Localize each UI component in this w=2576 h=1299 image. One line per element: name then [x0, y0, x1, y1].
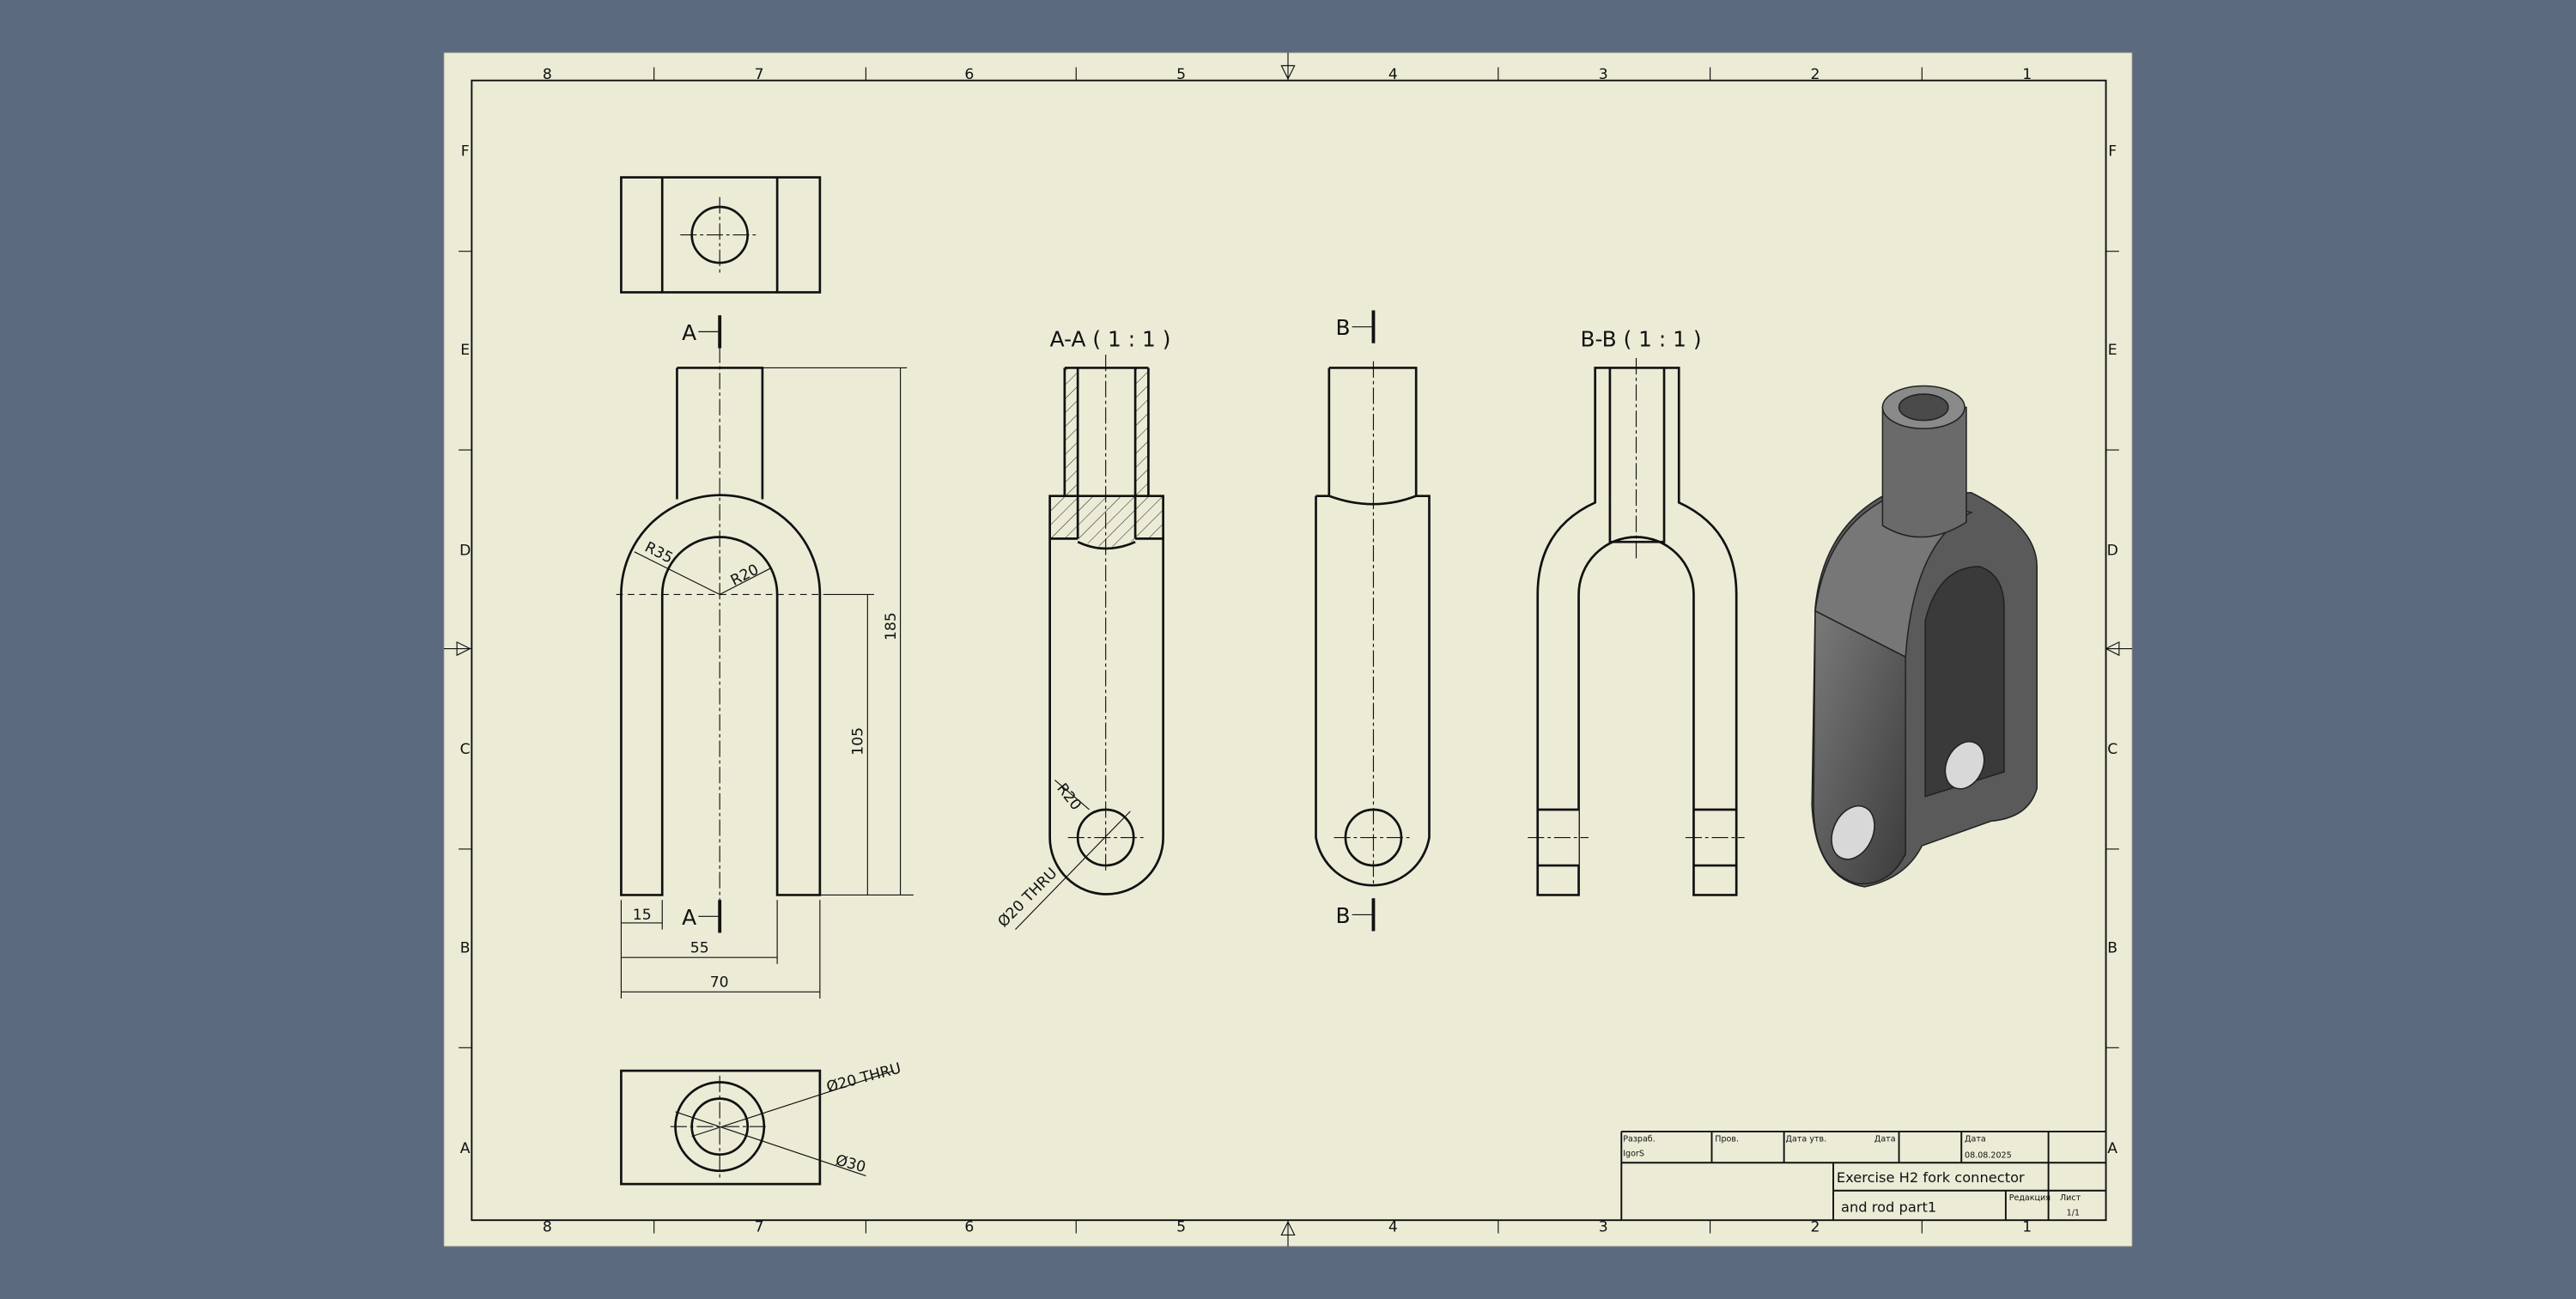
- zone-col-4-bottom: 4: [1388, 1219, 1398, 1236]
- tb-title-line-1: Exercise H2 fork connector: [1837, 1169, 2025, 1186]
- zone-row-f: F: [461, 143, 470, 161]
- zone-row-e: E: [460, 342, 470, 359]
- zone-labels: 8 7 6 5 4 3 2 1 8 7 6 5 4 3 2 1 F E D C …: [459, 66, 2118, 1236]
- zone-row-c: C: [460, 741, 471, 758]
- zone-col-8: 8: [543, 66, 552, 83]
- dim-55: 55: [690, 939, 709, 956]
- section-marker-b-bottom: B: [1335, 903, 1350, 928]
- dim-185: 185: [883, 612, 900, 640]
- centering-mark-right: [2105, 640, 2133, 657]
- centering-mark-bottom: [1280, 1220, 1296, 1247]
- zone-row-b-right: B: [2107, 939, 2117, 956]
- zone-row-d-right: D: [2107, 543, 2118, 560]
- tb-revision-label: Редакция: [2009, 1193, 2050, 1203]
- zone-row-b: B: [460, 939, 471, 956]
- inner-border: [471, 79, 2107, 1222]
- centering-mark-left: [443, 640, 472, 657]
- section-marker-a-bottom: A: [682, 905, 696, 930]
- zone-row-e-right: E: [2108, 342, 2117, 359]
- tb-checked-label: Пров.: [1715, 1134, 1739, 1144]
- tb-developer-label: Разраб.: [1623, 1134, 1656, 1144]
- section-aa-label: A-A ( 1 : 1 ): [1050, 327, 1171, 352]
- tb-approval-date-label: Дата утв.: [1786, 1134, 1827, 1144]
- tb-sheet-label: Лист: [2060, 1193, 2081, 1203]
- dim-15: 15: [633, 907, 652, 924]
- tb-title: Exercise H2 fork connector and rod part1: [1837, 1169, 2025, 1215]
- zone-col-2: 2: [1811, 66, 1820, 83]
- zone-col-4: 4: [1388, 66, 1398, 83]
- zone-col-6-bottom: 6: [964, 1219, 974, 1236]
- zone-row-c-right: C: [2107, 741, 2117, 758]
- zone-row-a: A: [460, 1140, 471, 1157]
- isometric-view: [1811, 385, 2038, 888]
- zone-col-1: 1: [2022, 66, 2032, 83]
- zone-col-3: 3: [1599, 66, 1608, 83]
- zone-row-f-right: F: [2108, 143, 2117, 161]
- tb-sheet: 1/1: [2067, 1208, 2080, 1217]
- section-bb-view: B-B ( 1 : 1 ): [1528, 327, 1745, 896]
- tb-developer: IgorS: [1623, 1150, 1644, 1159]
- centering-mark-top: [1280, 52, 1296, 81]
- section-marker-b-top: B: [1335, 315, 1350, 340]
- zone-col-5: 5: [1176, 66, 1186, 83]
- tb-date-label-1: Дата: [1874, 1134, 1896, 1144]
- zone-col-2-bottom: 2: [1811, 1219, 1820, 1236]
- zone-ticks: [443, 52, 2133, 1247]
- tb-date-label-2: Дата: [1965, 1134, 1986, 1144]
- tb-date: 08.08.2025: [1965, 1151, 2012, 1161]
- zone-col-5-bottom: 5: [1176, 1219, 1186, 1236]
- side-view: B B: [1315, 310, 1431, 932]
- zone-col-1-bottom: 1: [2022, 1219, 2032, 1236]
- section-marker-a-top: A: [682, 320, 696, 345]
- tb-title-line-2: and rod part1: [1837, 1199, 1936, 1216]
- front-view: R35 R20 A A 185 105 15 55 70: [616, 315, 914, 999]
- zone-col-8-bottom: 8: [543, 1219, 552, 1236]
- zone-row-a-right: A: [2107, 1140, 2117, 1157]
- zone-row-d: D: [459, 543, 471, 560]
- zone-col-6: 6: [964, 66, 974, 83]
- dim-105: 105: [850, 727, 867, 756]
- zone-col-7: 7: [755, 66, 764, 83]
- section-bb-label: B-B ( 1 : 1 ): [1580, 327, 1701, 352]
- dim-70: 70: [710, 974, 729, 992]
- title-block: Разраб. IgorS Пров. Дата утв. Дата Дата …: [1620, 1130, 2106, 1221]
- zone-col-3-bottom: 3: [1599, 1219, 1608, 1236]
- zone-col-7-bottom: 7: [755, 1219, 764, 1236]
- top-view: [620, 176, 822, 294]
